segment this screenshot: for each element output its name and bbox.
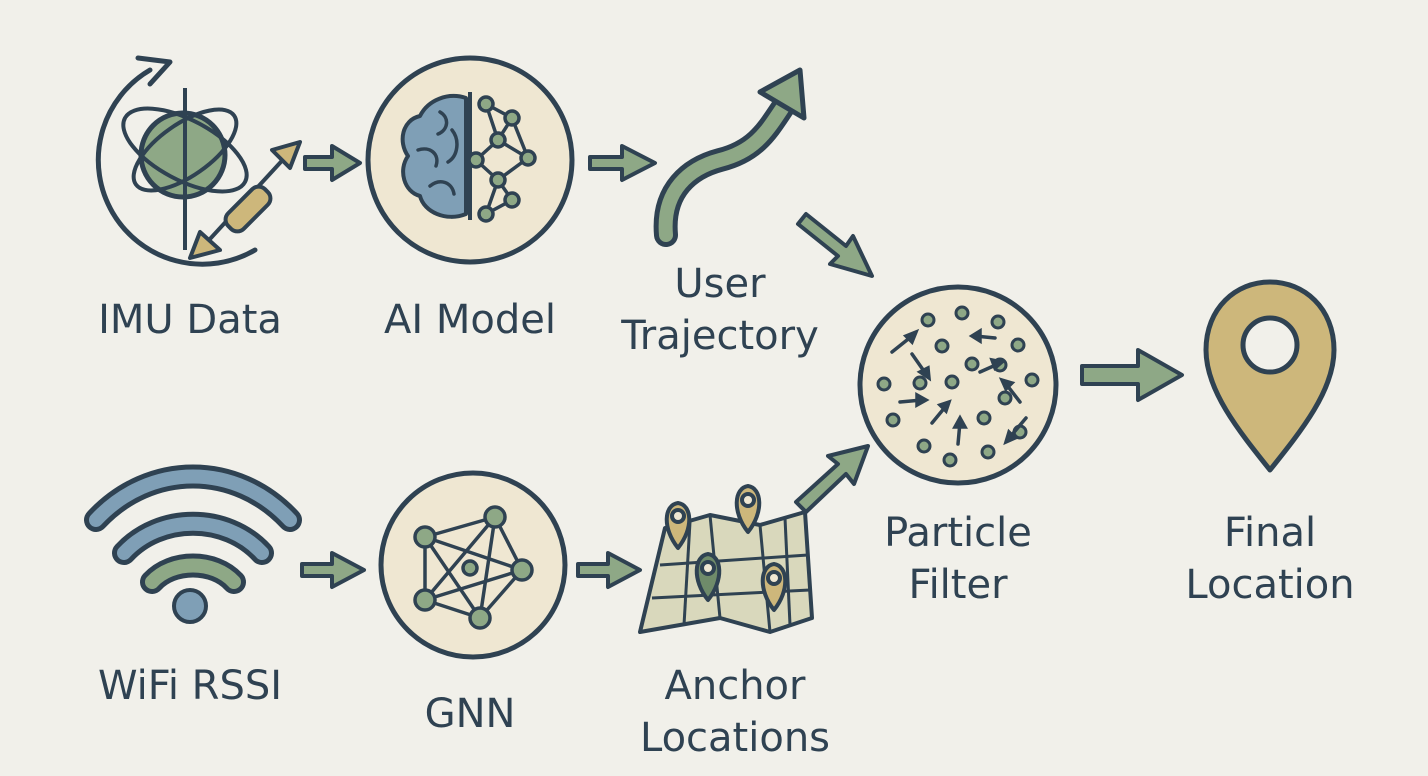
particle-filter-line2: Filter xyxy=(908,562,1008,608)
user-trajectory-line1: User xyxy=(674,261,766,307)
arrow-imu-to-ai xyxy=(303,144,362,182)
anchor-locations-line1: Anchor xyxy=(664,663,806,709)
imu-data-label: IMU Data xyxy=(70,294,310,346)
ai-model-text: AI Model xyxy=(384,297,556,343)
arrow-trajectory-to-filter xyxy=(796,212,874,278)
arrow-gnn-to-anchors xyxy=(576,551,642,589)
gnn-label: GNN xyxy=(380,688,560,740)
user-trajectory-line2: Trajectory xyxy=(621,313,819,359)
particle-filter-icon xyxy=(857,284,1059,486)
wifi-rssi-text: WiFi RSSI xyxy=(97,663,283,709)
arrow-filter-to-final xyxy=(1080,348,1184,402)
arrow-ai-to-trajectory xyxy=(588,144,657,182)
user-trajectory-label: User Trajectory xyxy=(600,258,840,362)
arrow-wifi-to-gnn xyxy=(300,551,366,589)
anchor-locations-line2: Locations xyxy=(639,715,831,761)
ai-model-icon xyxy=(365,55,575,265)
final-location-line1: Final xyxy=(1223,510,1317,556)
location-pin-icon xyxy=(1203,279,1337,473)
anchor-locations-label: Anchor Locations xyxy=(615,660,855,764)
particle-filter-label: Particle Filter xyxy=(848,507,1068,611)
anchor-map-icon xyxy=(638,484,814,634)
wifi-rssi-label: WiFi RSSI xyxy=(60,660,320,712)
imu-data-text: IMU Data xyxy=(98,297,282,343)
gnn-text: GNN xyxy=(424,691,516,737)
trajectory-icon xyxy=(653,67,807,247)
imu-icon xyxy=(95,55,302,267)
particle-filter-line1: Particle xyxy=(884,510,1032,556)
wifi-icon xyxy=(84,464,302,624)
ai-model-label: AI Model xyxy=(350,294,590,346)
arrow-anchors-to-filter xyxy=(794,444,870,514)
final-location-line2: Location xyxy=(1185,562,1355,608)
final-location-label: Final Location xyxy=(1150,507,1390,611)
gnn-icon xyxy=(378,470,568,660)
